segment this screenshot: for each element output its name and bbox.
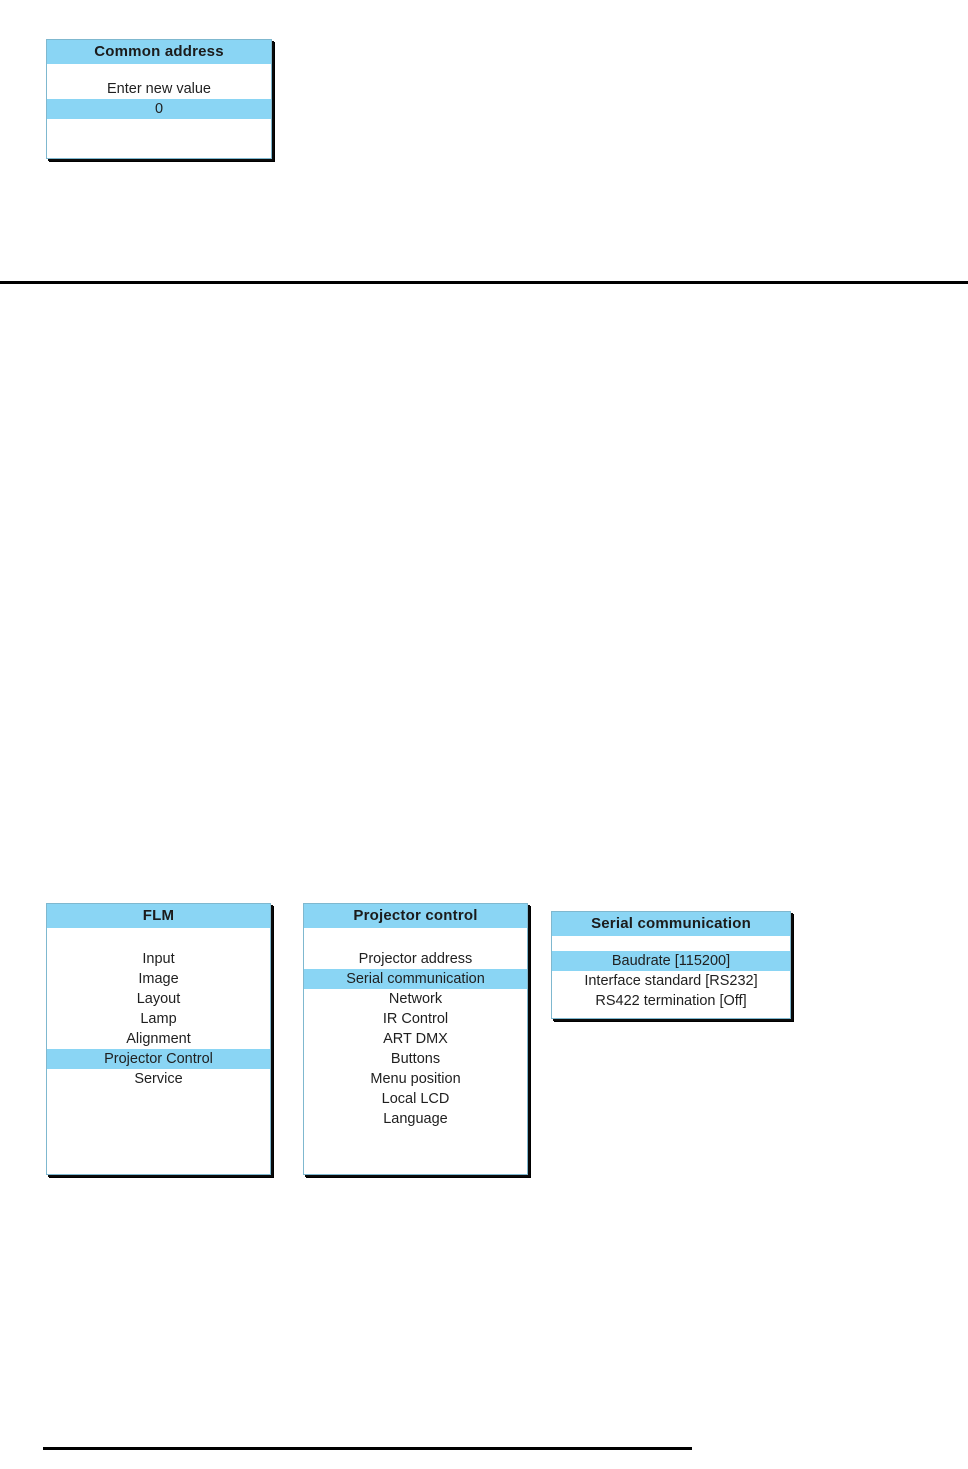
menu-item-menu-position[interactable]: Menu position — [370, 1071, 461, 1087]
serial-communication-menu-body: Baudrate [115200] Interface standard [RS… — [552, 937, 790, 1011]
common-address-dialog: Common address Enter new value 0 — [46, 39, 272, 159]
dialog-top-spacer — [47, 65, 271, 79]
serial-communication-menu-panel: Serial communication Baudrate [115200] I… — [551, 911, 791, 1019]
flm-menu-top-spacer — [47, 929, 270, 949]
menu-item-baudrate[interactable]: Baudrate [115200] — [552, 951, 790, 971]
menu-item-projector-control[interactable]: Projector Control — [47, 1049, 270, 1069]
menu-item-lamp[interactable]: Lamp — [140, 1011, 177, 1027]
flm-menu-title: FLM — [47, 904, 270, 929]
menu-item-buttons[interactable]: Buttons — [390, 1051, 441, 1067]
menu-item-layout[interactable]: Layout — [136, 991, 181, 1007]
projector-control-menu-title: Projector control — [304, 904, 527, 929]
footnote-separator-rule — [43, 1447, 692, 1450]
flm-menu-panel: FLM Input Image Layout Lamp Alignment Pr… — [46, 903, 271, 1175]
menu-item-rs422-termination[interactable]: RS422 termination [Off] — [595, 993, 747, 1009]
menu-item-language[interactable]: Language — [383, 1111, 448, 1127]
menu-item-art-dmx[interactable]: ART DMX — [383, 1031, 448, 1047]
projector-control-top-spacer — [304, 929, 527, 949]
menu-item-network[interactable]: Network — [388, 991, 443, 1007]
menu-item-image[interactable]: Image — [138, 971, 179, 987]
menu-item-service[interactable]: Service — [134, 1071, 183, 1087]
common-address-dialog-title: Common address — [47, 40, 271, 65]
common-address-value-field[interactable]: 0 — [47, 99, 271, 119]
serial-communication-top-spacer — [552, 937, 790, 951]
common-address-prompt: Enter new value — [107, 81, 211, 97]
menu-item-projector-address[interactable]: Projector address — [358, 951, 473, 967]
common-address-dialog-body: Enter new value 0 — [47, 65, 271, 143]
menu-item-ir-control[interactable]: IR Control — [382, 1011, 449, 1027]
projector-control-menu-body: Projector address Serial communication N… — [304, 929, 527, 1129]
menu-item-serial-communication[interactable]: Serial communication — [304, 969, 527, 989]
menu-item-alignment[interactable]: Alignment — [126, 1031, 191, 1047]
dialog-bottom-spacer — [47, 119, 271, 143]
projector-control-menu-panel: Projector control Projector address Seri… — [303, 903, 528, 1175]
section-divider-rule — [0, 281, 968, 284]
flm-menu-body: Input Image Layout Lamp Alignment Projec… — [47, 929, 270, 1089]
menu-item-local-lcd[interactable]: Local LCD — [381, 1091, 450, 1107]
serial-communication-menu-title: Serial communication — [552, 912, 790, 937]
menu-item-input[interactable]: Input — [142, 951, 175, 967]
menu-item-interface-standard[interactable]: Interface standard [RS232] — [584, 973, 758, 989]
